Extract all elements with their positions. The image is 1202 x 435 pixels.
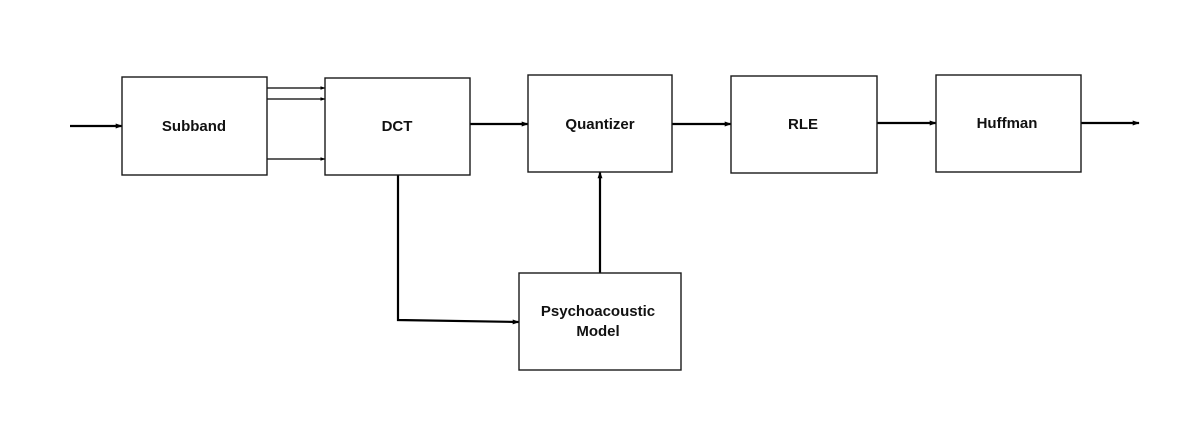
dct-label: DCT — [382, 118, 413, 135]
psychoacoustic-label-line2: Model — [576, 323, 619, 340]
subband-label: Subband — [162, 118, 226, 135]
dct-block: DCT — [324, 77, 471, 176]
huffman-label: Huffman — [977, 115, 1038, 132]
rle-label: RLE — [788, 116, 818, 133]
psychoacoustic-model-block: Psychoacoustic Model — [518, 272, 682, 371]
quantizer-label: Quantizer — [565, 116, 634, 133]
psychoacoustic-label-line1: Psychoacoustic — [541, 303, 655, 320]
subband-block: Subband — [121, 76, 268, 176]
quantizer-block: Quantizer — [527, 74, 673, 173]
huffman-block: Huffman — [935, 74, 1082, 173]
dct-to-psychoacoustic-arrow — [396, 175, 520, 325]
rle-block: RLE — [730, 75, 878, 174]
